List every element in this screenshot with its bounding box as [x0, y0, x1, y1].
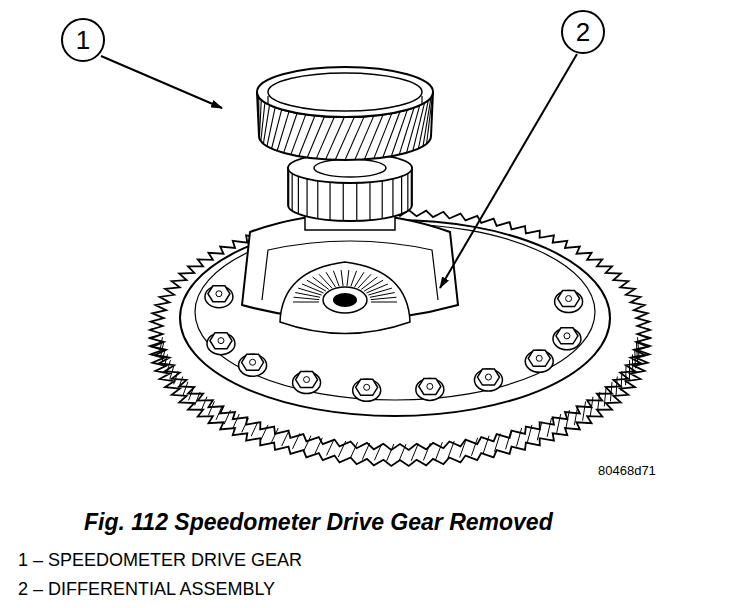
- callout-number: 2: [576, 19, 590, 45]
- part-key: 1 – SPEEDOMETER DRIVE GEAR: [18, 551, 302, 571]
- drawing-code: 80468d71: [598, 464, 656, 478]
- carrier-bearing: [288, 153, 412, 221]
- leader-lines: [101, 54, 577, 288]
- callout-number: 1: [76, 27, 90, 53]
- ring-gear: [150, 210, 650, 466]
- speedometer-drive-gear: [257, 67, 433, 160]
- callout-circle: 2: [561, 10, 605, 54]
- figure-caption: Fig. 112 Speedometer Drive Gear Removed: [84, 510, 553, 535]
- part-key: 2 – DIFFERENTIAL ASSEMBLY: [18, 580, 275, 600]
- callout-circle: 1: [61, 18, 105, 62]
